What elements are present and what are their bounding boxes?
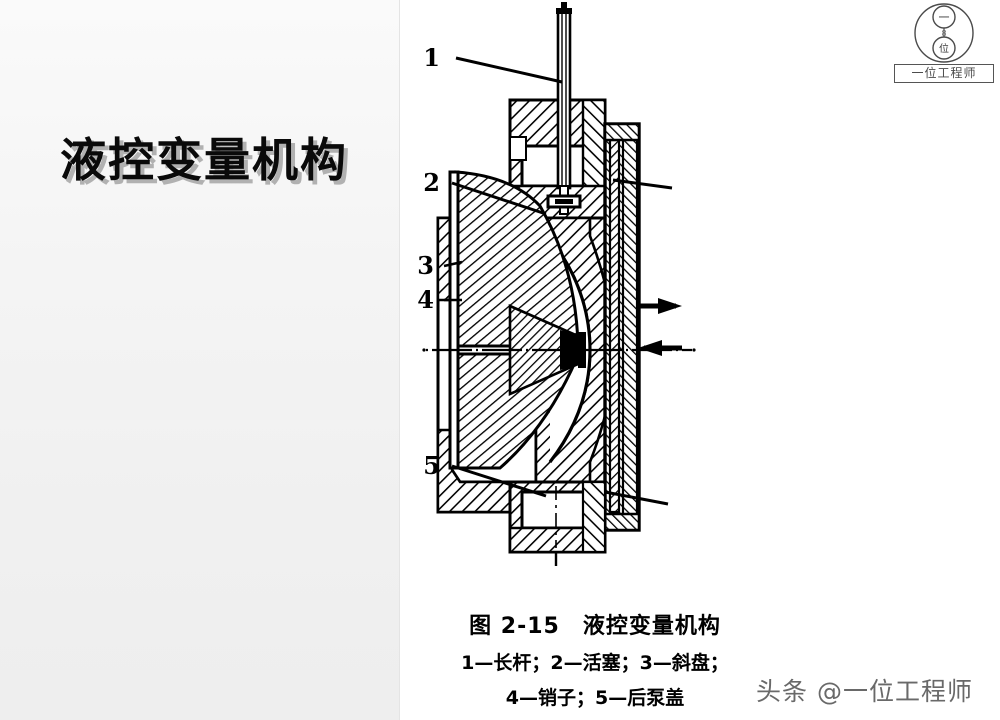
figure-legend-line-1: 1—长杆；2—活塞；3—斜盘； [461,652,729,674]
panel-divider [399,0,400,720]
flow-arrows [636,298,682,356]
piston-part-2 [546,194,582,209]
outlet-arrow-icon [636,298,682,314]
callout-number-4: 4 [417,285,434,314]
engineer-logo: 一 位 8 一位工程师 [894,2,994,84]
page-title: 液控变量机构 [60,133,348,187]
figure-legend-line-2: 4—销子；5—后泵盖 [505,687,685,709]
figure-cross-section-drawing: 1 2 3 4 5 [417,2,696,566]
logo-middle-mark: 8 [941,29,946,38]
callout-number-3: 3 [417,251,434,280]
callout-leaders [443,56,673,506]
rear-pump-cover-part-5 [603,122,641,532]
figure-caption: 图 2-15 液控变量机构 1—长杆；2—活塞；3—斜盘； 4—销子；5—后泵盖 [420,608,770,710]
left-content-panel [0,0,400,720]
logo-inner-top-char: 一 [939,11,950,24]
callout-number-5: 5 [423,451,440,480]
inlet-arrow-icon [638,340,682,356]
callout-number-2: 2 [423,168,440,197]
logo-circles-icon: 一 位 8 [914,3,974,63]
watermark: 头条 @一位工程师 [756,677,973,706]
callout-numbers: 1 2 3 4 5 [417,43,440,480]
figure-caption-title: 图 2-15 液控变量机构 [469,614,721,639]
logo-caption: 一位工程师 [894,64,994,83]
logo-inner-bottom-char: 位 [939,42,949,55]
lower-housing [508,480,607,566]
callout-number-1: 1 [423,43,440,72]
long-rod-part-1 [556,2,572,215]
